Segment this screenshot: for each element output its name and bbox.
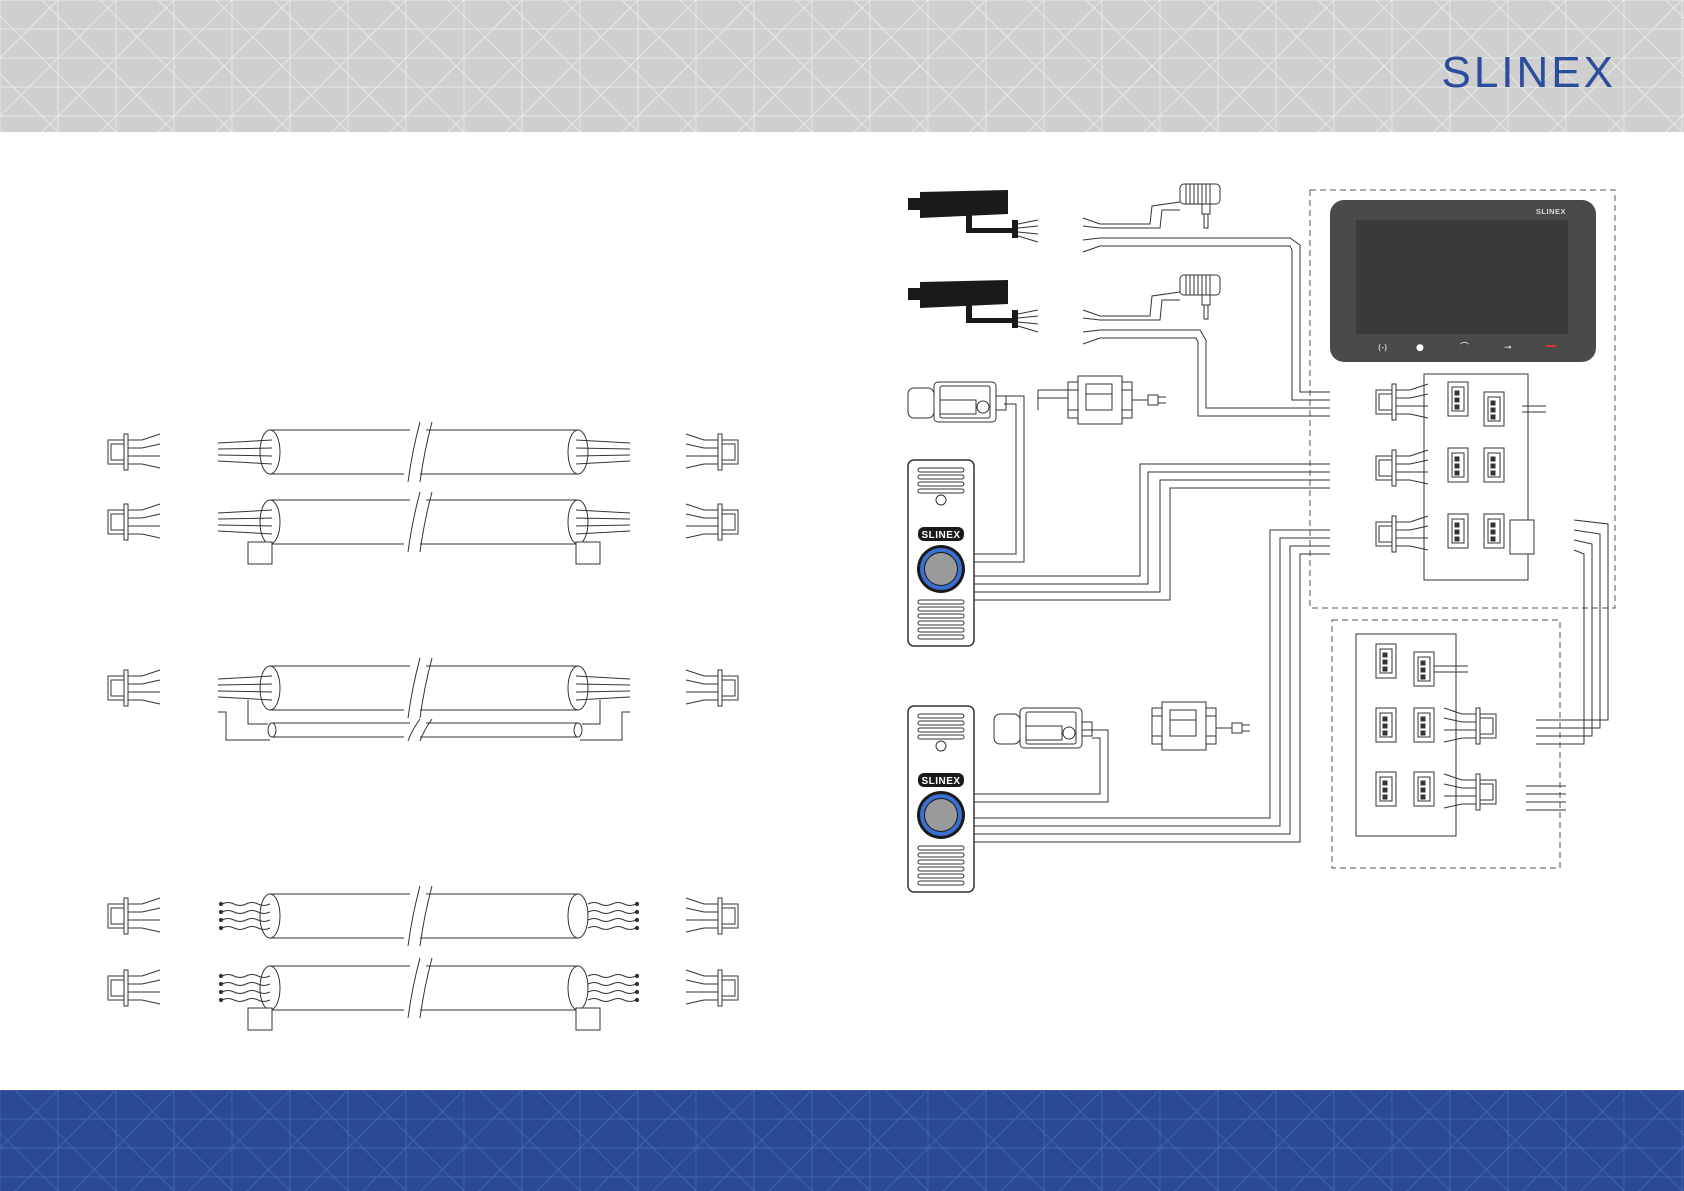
panel-brand: SLINEX [921, 776, 960, 787]
cable-diagrams [108, 422, 738, 1030]
power-adapter-icon [1180, 184, 1220, 228]
footer-banner [0, 1090, 1684, 1191]
menu-icon[interactable]: (-) [1378, 343, 1387, 352]
monitor-brand: SLINEX [1536, 207, 1566, 216]
power-supply-icon [1068, 376, 1132, 424]
camera-icon [908, 190, 1038, 242]
handset-icon[interactable]: ⌒ [1460, 342, 1469, 353]
electric-lock-icon [994, 708, 1092, 748]
power-led-icon [1546, 345, 1556, 347]
plug-icon [1132, 395, 1166, 405]
power-supply-icon [1152, 702, 1216, 750]
footer-pattern [0, 1090, 1684, 1191]
electric-lock-icon [908, 382, 1006, 422]
monitor: SLINEX (-) ● ⌒ ⊸ [1330, 200, 1596, 362]
key-icon[interactable]: ⊸ [1504, 343, 1512, 353]
power-adapter-icon [1180, 275, 1220, 319]
user-icon[interactable]: ● [1416, 343, 1424, 353]
plug-icon [1216, 723, 1250, 733]
panel-brand: SLINEX [921, 530, 960, 541]
camera-icon [908, 280, 1038, 332]
monitor-terminal-board [1376, 374, 1534, 580]
system-diagram: SLINEX (-) ● ⌒ ⊸ [908, 184, 1615, 892]
extension-terminal-board [1356, 634, 1496, 836]
